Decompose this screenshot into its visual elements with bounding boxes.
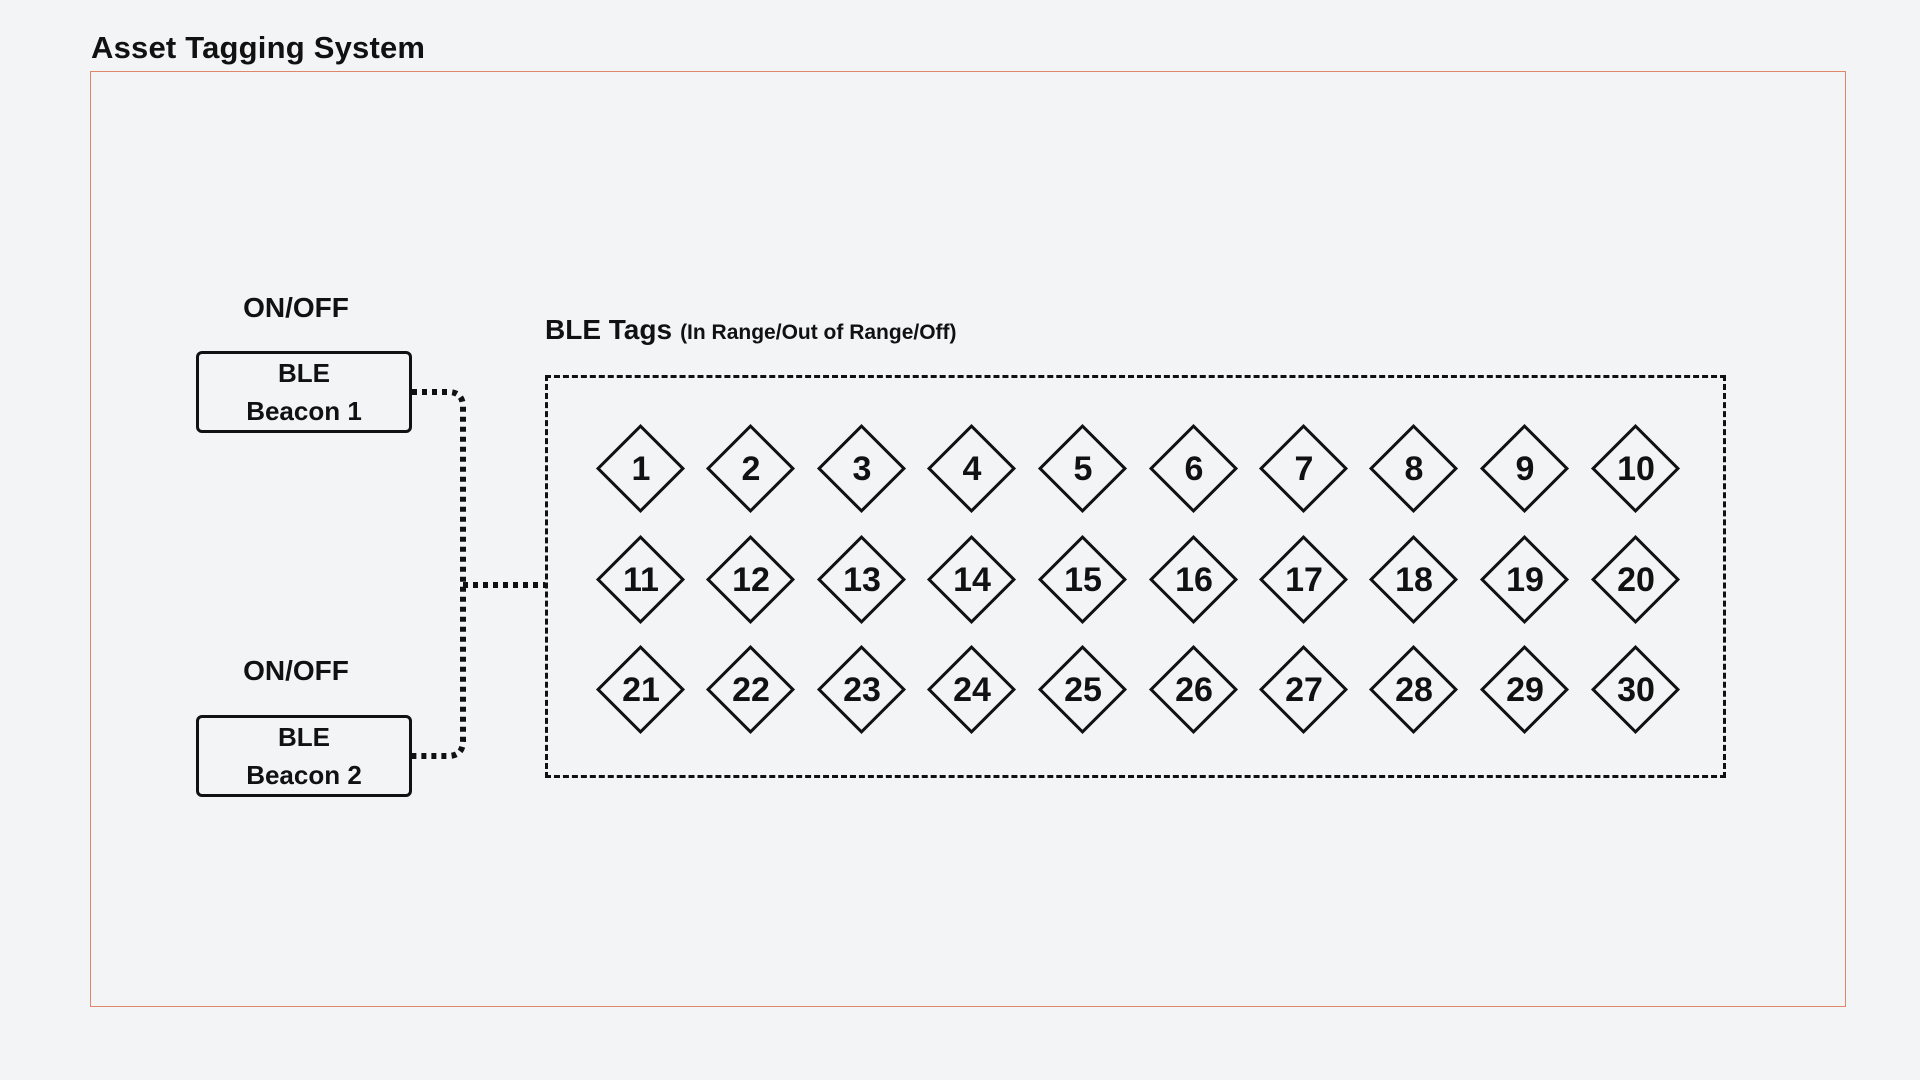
tag-2[interactable]: 2 [705,423,797,515]
tag-number: 17 [1285,561,1323,599]
tag-4[interactable]: 4 [926,423,1018,515]
tag-number: 14 [953,561,991,599]
beacon-1-line2: Beacon 1 [246,396,362,426]
tag-number: 6 [1184,450,1204,488]
diagram-frame [90,71,1846,1007]
tag-number: 21 [622,671,660,709]
ble-beacon-2[interactable]: BLE Beacon 2 [196,715,412,797]
tag-number: 10 [1617,450,1655,488]
tag-8[interactable]: 8 [1368,423,1460,515]
page-title: Asset Tagging System [91,30,426,65]
tags-heading-status: (In Range/Out of Range/Off) [680,321,957,344]
tag-18[interactable]: 18 [1368,534,1460,626]
tag-number: 27 [1285,671,1323,709]
tag-11[interactable]: 11 [595,534,687,626]
tag-number: 15 [1064,561,1102,599]
tag-26[interactable]: 26 [1148,644,1240,736]
tag-29[interactable]: 29 [1479,644,1571,736]
tag-number: 3 [852,450,872,488]
tag-12[interactable]: 12 [705,534,797,626]
tag-21[interactable]: 21 [595,644,687,736]
beacon-2-line2: Beacon 2 [246,760,362,790]
beacon-1-power-label: ON/OFF [243,292,349,323]
beacon-2-line1: BLE [278,722,330,752]
tag-number: 8 [1404,450,1424,488]
tag-number: 25 [1064,671,1102,709]
beacon-2-power-label: ON/OFF [243,655,349,686]
tag-19[interactable]: 19 [1479,534,1571,626]
tag-27[interactable]: 27 [1258,644,1350,736]
tag-number: 23 [843,671,881,709]
tag-number: 24 [953,671,991,709]
tag-number: 26 [1175,671,1213,709]
tag-28[interactable]: 28 [1368,644,1460,736]
tag-number: 29 [1506,671,1544,709]
beacon-1-line1: BLE [278,358,330,388]
tag-15[interactable]: 15 [1037,534,1129,626]
tag-9[interactable]: 9 [1479,423,1571,515]
tags-heading: BLE Tags (In Range/Out of Range/Off) [545,314,957,346]
tag-number: 5 [1073,450,1093,488]
tag-number: 2 [741,450,761,488]
tag-10[interactable]: 10 [1590,423,1682,515]
tag-number: 19 [1506,561,1544,599]
tag-number: 20 [1617,561,1655,599]
tag-number: 11 [623,561,659,599]
tags-container [545,375,1726,778]
tag-6[interactable]: 6 [1148,423,1240,515]
tag-5[interactable]: 5 [1037,423,1129,515]
tag-3[interactable]: 3 [816,423,908,515]
tag-30[interactable]: 30 [1590,644,1682,736]
tag-17[interactable]: 17 [1258,534,1350,626]
tag-number: 18 [1395,561,1433,599]
tag-number: 16 [1175,561,1213,599]
tag-16[interactable]: 16 [1148,534,1240,626]
tags-heading-title: BLE Tags [545,314,673,345]
tag-number: 30 [1617,671,1655,709]
tag-22[interactable]: 22 [705,644,797,736]
tag-number: 28 [1395,671,1433,709]
tag-number: 4 [962,450,982,488]
tag-25[interactable]: 25 [1037,644,1129,736]
tag-number: 7 [1294,450,1314,488]
tag-number: 22 [732,671,770,709]
tag-1[interactable]: 1 [595,423,687,515]
tag-number: 9 [1515,450,1535,488]
tag-7[interactable]: 7 [1258,423,1350,515]
tag-24[interactable]: 24 [926,644,1018,736]
tag-13[interactable]: 13 [816,534,908,626]
tag-number: 1 [631,450,651,488]
tag-number: 12 [732,561,770,599]
tag-23[interactable]: 23 [816,644,908,736]
tag-number: 13 [843,561,881,599]
ble-beacon-1[interactable]: BLE Beacon 1 [196,351,412,433]
tag-20[interactable]: 20 [1590,534,1682,626]
tag-14[interactable]: 14 [926,534,1018,626]
